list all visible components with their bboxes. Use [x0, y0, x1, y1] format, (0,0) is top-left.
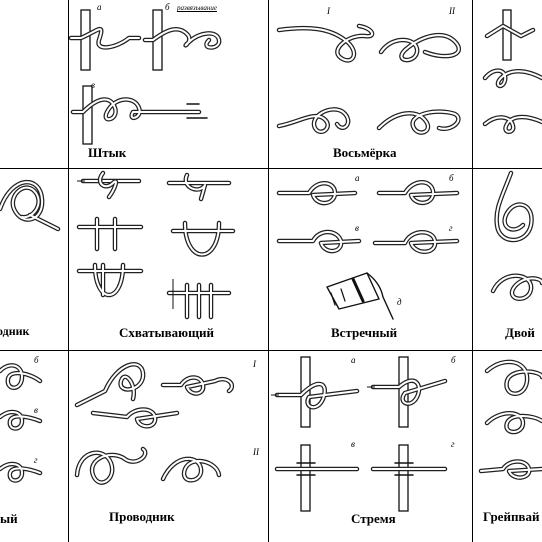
grid-line-v2: [268, 0, 269, 542]
grid-line-v1: [68, 0, 69, 542]
vstrech-drawing: [276, 180, 460, 320]
cell-empty-top-left: [0, 0, 68, 168]
vstrech-sub-b: б: [449, 173, 454, 183]
bl-sub-g: г: [34, 455, 38, 465]
stremya-drawing: [271, 356, 448, 512]
cell-top-right-partial: [473, 0, 542, 168]
dvoy-caption: Двой: [505, 325, 535, 340]
vstrech-sub-g: г: [449, 223, 453, 233]
cell-dvoy: Двой: [473, 169, 542, 350]
vosmyorka-caption: Восьмёрка: [333, 145, 397, 160]
stremya-sub-v: в: [351, 439, 355, 449]
cell-bottom-left-partial: б в г ый: [0, 351, 68, 542]
provodnik-drawing: [74, 362, 235, 485]
shtyk-sub-v: в: [91, 80, 95, 90]
grid-line-h1: [0, 168, 542, 169]
provodnik-left-drawing: [0, 180, 61, 232]
vosmyorka-roman-1: I: [327, 6, 330, 16]
cell-shtyk: а б развязывание в Штык: [69, 0, 268, 168]
bl-sub-b: б: [34, 355, 39, 365]
cell-skhvat: Схватывающий: [69, 169, 268, 350]
skhvat-drawing: [76, 170, 236, 320]
cell-provodnik: I II Проводник: [69, 351, 268, 542]
dvoy-drawing: [490, 170, 542, 301]
vosmyorka-roman-2: II: [449, 6, 455, 16]
vstrech-sub-d: д: [397, 297, 402, 307]
greypvay-drawing: [478, 359, 542, 480]
bl-sub-v: в: [34, 405, 38, 415]
bottom-left-drawing: [0, 363, 43, 483]
cell-vosmyorka: I II Восьмёрка: [269, 0, 472, 168]
bl-caption: ый: [0, 511, 18, 526]
cell-greypvay: Грейпвай: [473, 351, 542, 542]
provodnik-roman-1: I: [253, 359, 256, 369]
grid-line-v3: [472, 0, 473, 542]
shtyk-sub-a: а: [97, 2, 102, 12]
greypvay-caption: Грейпвай: [483, 509, 540, 524]
shtyk-sub-b: б: [165, 2, 170, 12]
vstrech-sub-v: в: [355, 223, 359, 233]
cell-stremya: а б в г Стремя: [269, 351, 472, 542]
top-right-drawing: [482, 9, 542, 134]
stremya-sub-b: б: [451, 355, 456, 365]
vstrech-sub-a: а: [355, 173, 360, 183]
provodnik-roman-2: II: [253, 447, 259, 457]
shtyk-note: развязывание: [177, 4, 217, 12]
stremya-caption: Стремя: [351, 511, 396, 526]
cell-vstrech: а б в г д Встречный: [269, 169, 472, 350]
skhvat-caption: Схватывающий: [119, 325, 215, 340]
vstrech-caption: Встречный: [331, 325, 398, 340]
grid-line-h2: [0, 350, 542, 351]
stremya-sub-a: а: [351, 355, 356, 365]
shtyk-caption: Штык: [88, 145, 127, 160]
shtyk-drawing: [69, 9, 222, 145]
vosmyorka-drawing: [276, 23, 461, 135]
provodnik-caption: Проводник: [109, 509, 175, 524]
provodnik-left-caption: одник: [0, 324, 30, 338]
stremya-sub-g: г: [451, 439, 455, 449]
cell-provodnik-left: одник: [0, 169, 68, 350]
